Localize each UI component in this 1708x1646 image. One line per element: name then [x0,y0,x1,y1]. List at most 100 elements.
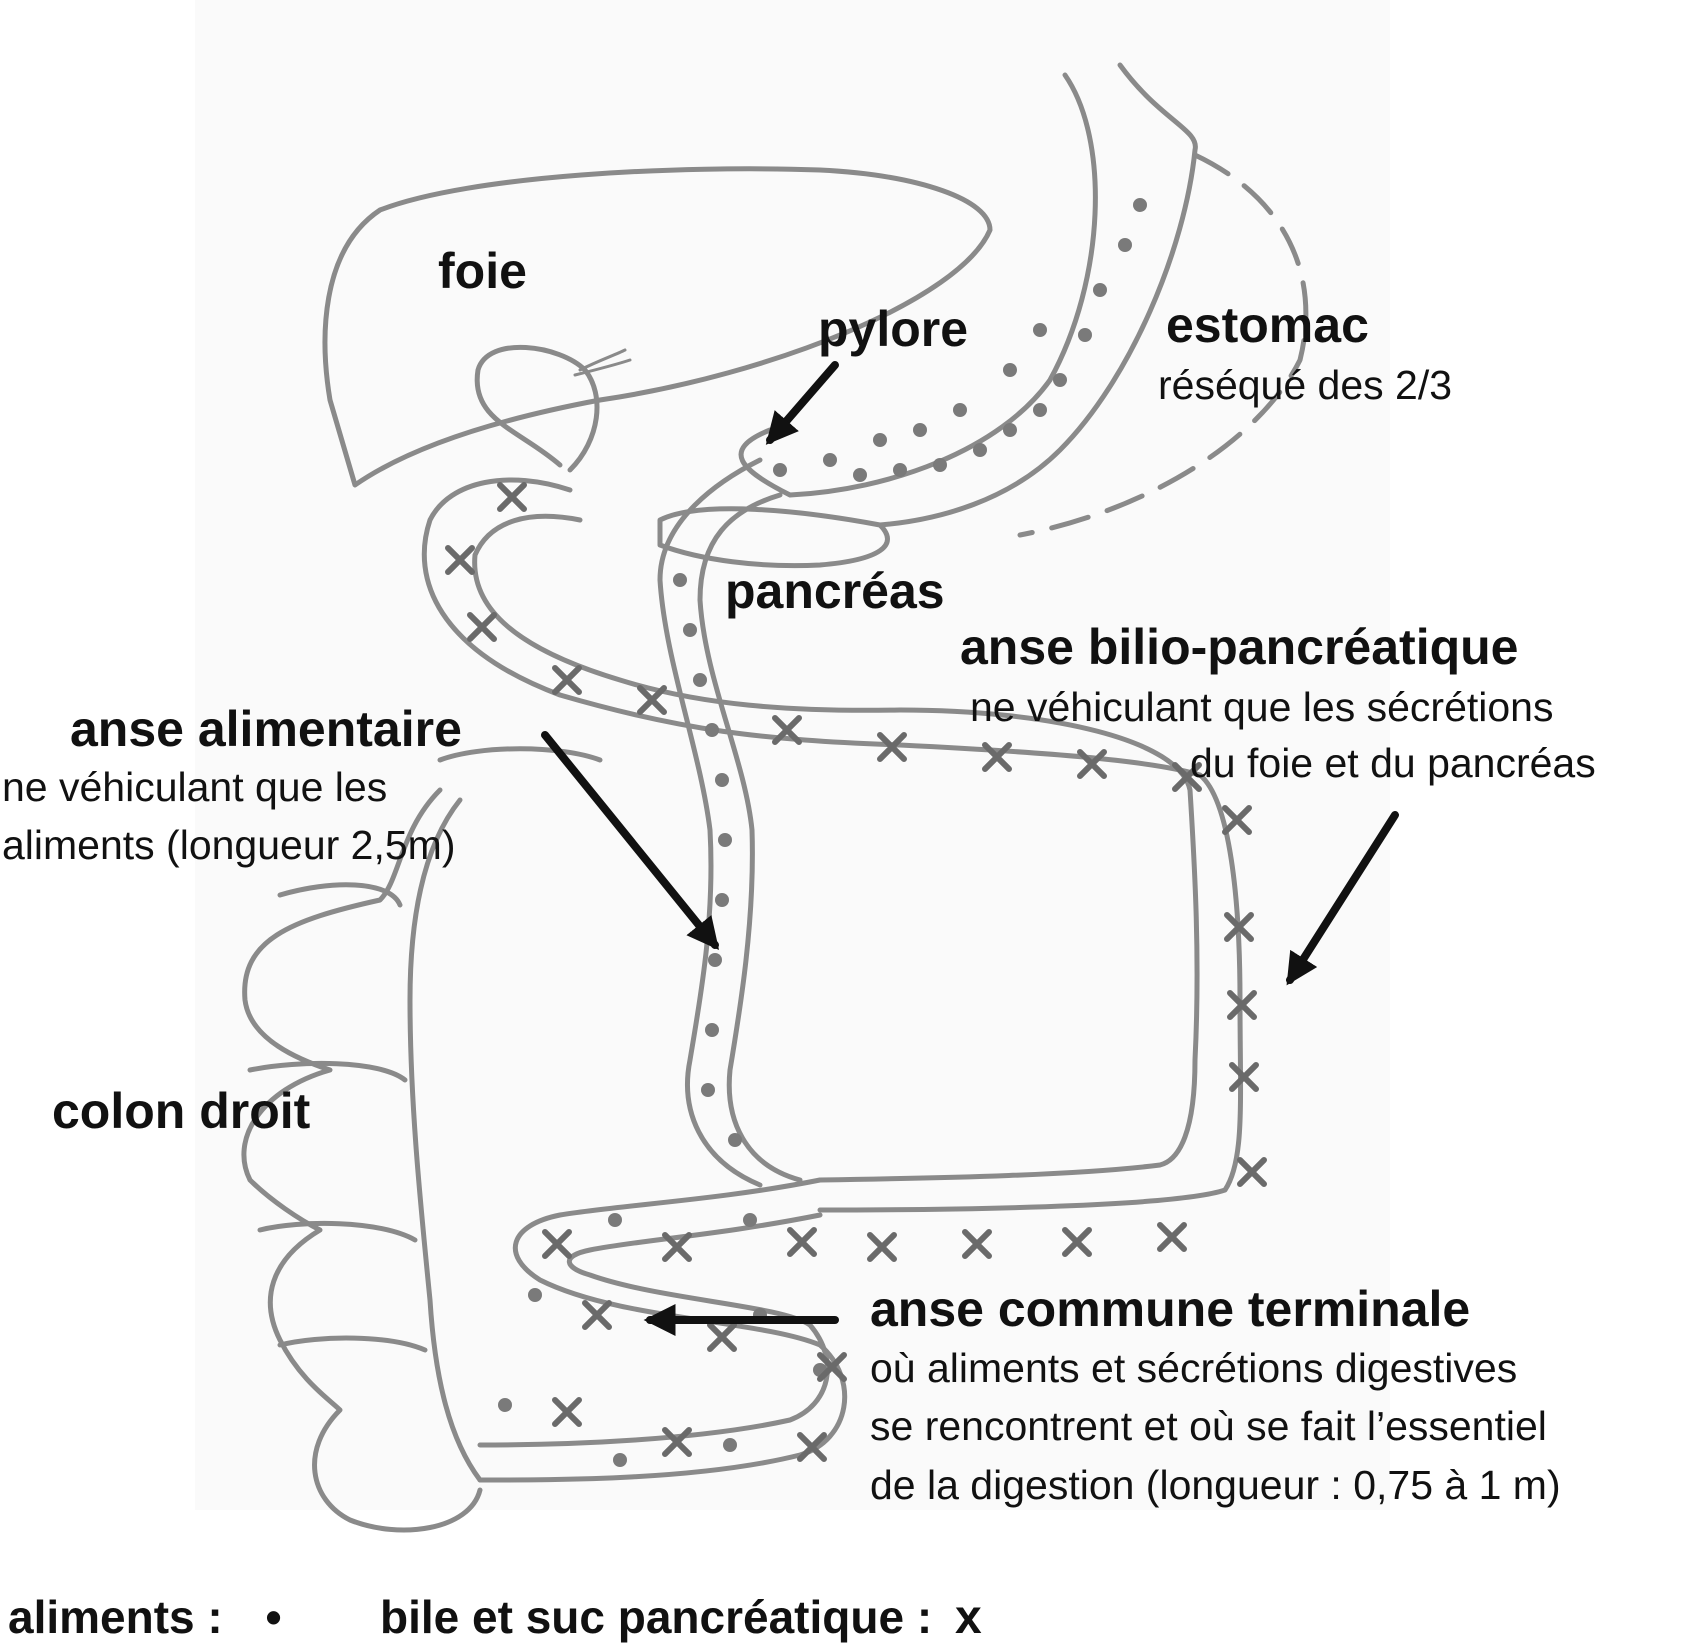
bile-cross [797,1432,827,1462]
legend-food-symbol: • [265,1591,282,1643]
food-dot [673,573,687,587]
label-alimentary-line2: aliments (longueur 2,5m) [2,822,456,868]
label-pylorus: pylore [818,301,969,357]
bile-cross [817,1352,847,1382]
food-dots [498,198,1147,1467]
label-pancreas: pancréas [725,563,945,619]
food-dot [1078,328,1092,342]
food-dot [708,953,722,967]
food-dot [608,1213,622,1227]
food-dot [853,468,867,482]
food-dot [973,443,987,457]
food-dot [693,673,707,687]
legend-food: aliments : • [8,1590,282,1644]
food-dot [715,773,729,787]
bile-crosses [445,482,1267,1462]
label-common-channel-line1: où aliments et sécrétions digestives [870,1345,1518,1391]
common-channel-inner [477,1212,830,1448]
food-dot [498,1398,512,1412]
label-alimentary-title: anse alimentaire [70,701,462,757]
food-dot [718,833,732,847]
food-dot [701,1083,715,1097]
food-dot [933,458,947,472]
pancreas-shape [657,506,890,569]
liver-shape [322,166,993,488]
biliopancreatic-limb-arrow [1286,811,1399,986]
bile-cross [1237,1157,1267,1187]
food-dot [913,423,927,437]
pylorus-arrow [765,361,839,445]
food-dot [1093,283,1107,297]
bile-cross [552,1397,582,1427]
food-dot [1033,323,1047,337]
bile-cross [1157,1222,1187,1252]
food-dot [705,1023,719,1037]
bile-cross [552,665,582,695]
label-biliopancreatic-line1: ne véhiculant que les sécrétions [970,684,1554,730]
bile-cross [1227,990,1257,1020]
food-dot [715,893,729,907]
food-dot [728,1133,742,1147]
bile-cross [542,1229,572,1259]
food-dot [953,403,967,417]
label-biliopancreatic-line2: du foie et du pancréas [1190,740,1596,786]
food-dot [683,623,697,637]
legend-bile: bile et suc pancréatique : x [380,1590,982,1645]
legend-bile-label: bile et suc pancréatique : [380,1591,933,1643]
bile-cross [772,715,802,745]
food-dot [1053,373,1067,387]
food-dot [1003,363,1017,377]
label-common-channel-title: anse commune terminale [870,1281,1471,1337]
bile-cross [867,1232,897,1262]
food-dot [613,1453,627,1467]
food-dot [705,723,719,737]
food-dot [893,463,907,477]
alimentary-limb-arrow [541,731,720,950]
bile-cross [662,1232,692,1262]
food-dot [1118,238,1132,252]
stomach-shape [738,62,1198,528]
gallbladder-shape [474,344,600,473]
label-alimentary-line1: ne véhiculant que les [2,764,388,810]
label-stomach-note: réséqué des 2/3 [1158,362,1453,408]
food-dot [743,1213,757,1227]
bile-cross [497,482,527,512]
food-dot [773,463,787,477]
food-dot [823,453,837,467]
bile-cross [1062,1227,1092,1257]
bile-cross [637,685,667,715]
alimentary-limb-inner [697,492,803,1183]
bile-cross [982,742,1012,772]
label-common-channel-line2: se rencontrent et où se fait l’essentiel [870,1403,1547,1449]
right-colon-shape [241,746,603,1533]
food-dot [528,1288,542,1302]
bile-cross [707,1322,737,1352]
bile-cross [1224,912,1254,942]
label-common-channel-line3: de la digestion (longueur : 0,75 à 1 m) [870,1462,1561,1508]
label-biliopancreatic-title: anse bilio-pancréatique [960,619,1519,675]
legend-bile-symbol: x [954,1591,982,1644]
food-dot [873,433,887,447]
bile-cross [877,732,907,762]
bile-cross [1077,749,1107,779]
bile-cross [1172,762,1202,792]
bile-cross [1222,805,1252,835]
bile-cross [662,1427,692,1457]
food-dot [1033,403,1047,417]
biliopancreatic-loop [421,477,1244,1213]
paper-background [195,0,1390,1510]
bile-cross [467,612,497,642]
food-dot [1003,423,1017,437]
bile-cross [962,1229,992,1259]
bile-cross [787,1227,817,1257]
food-dot [723,1438,737,1452]
bile-cross [582,1300,612,1330]
label-right-colon: colon droit [52,1083,311,1139]
bile-cross [1229,1062,1259,1092]
stomach-resected-outline [1017,152,1309,538]
legend-food-label: aliments : [8,1591,223,1643]
label-stomach: estomac [1166,297,1369,353]
bile-ducts [573,348,632,377]
label-liver: foie [438,243,527,299]
